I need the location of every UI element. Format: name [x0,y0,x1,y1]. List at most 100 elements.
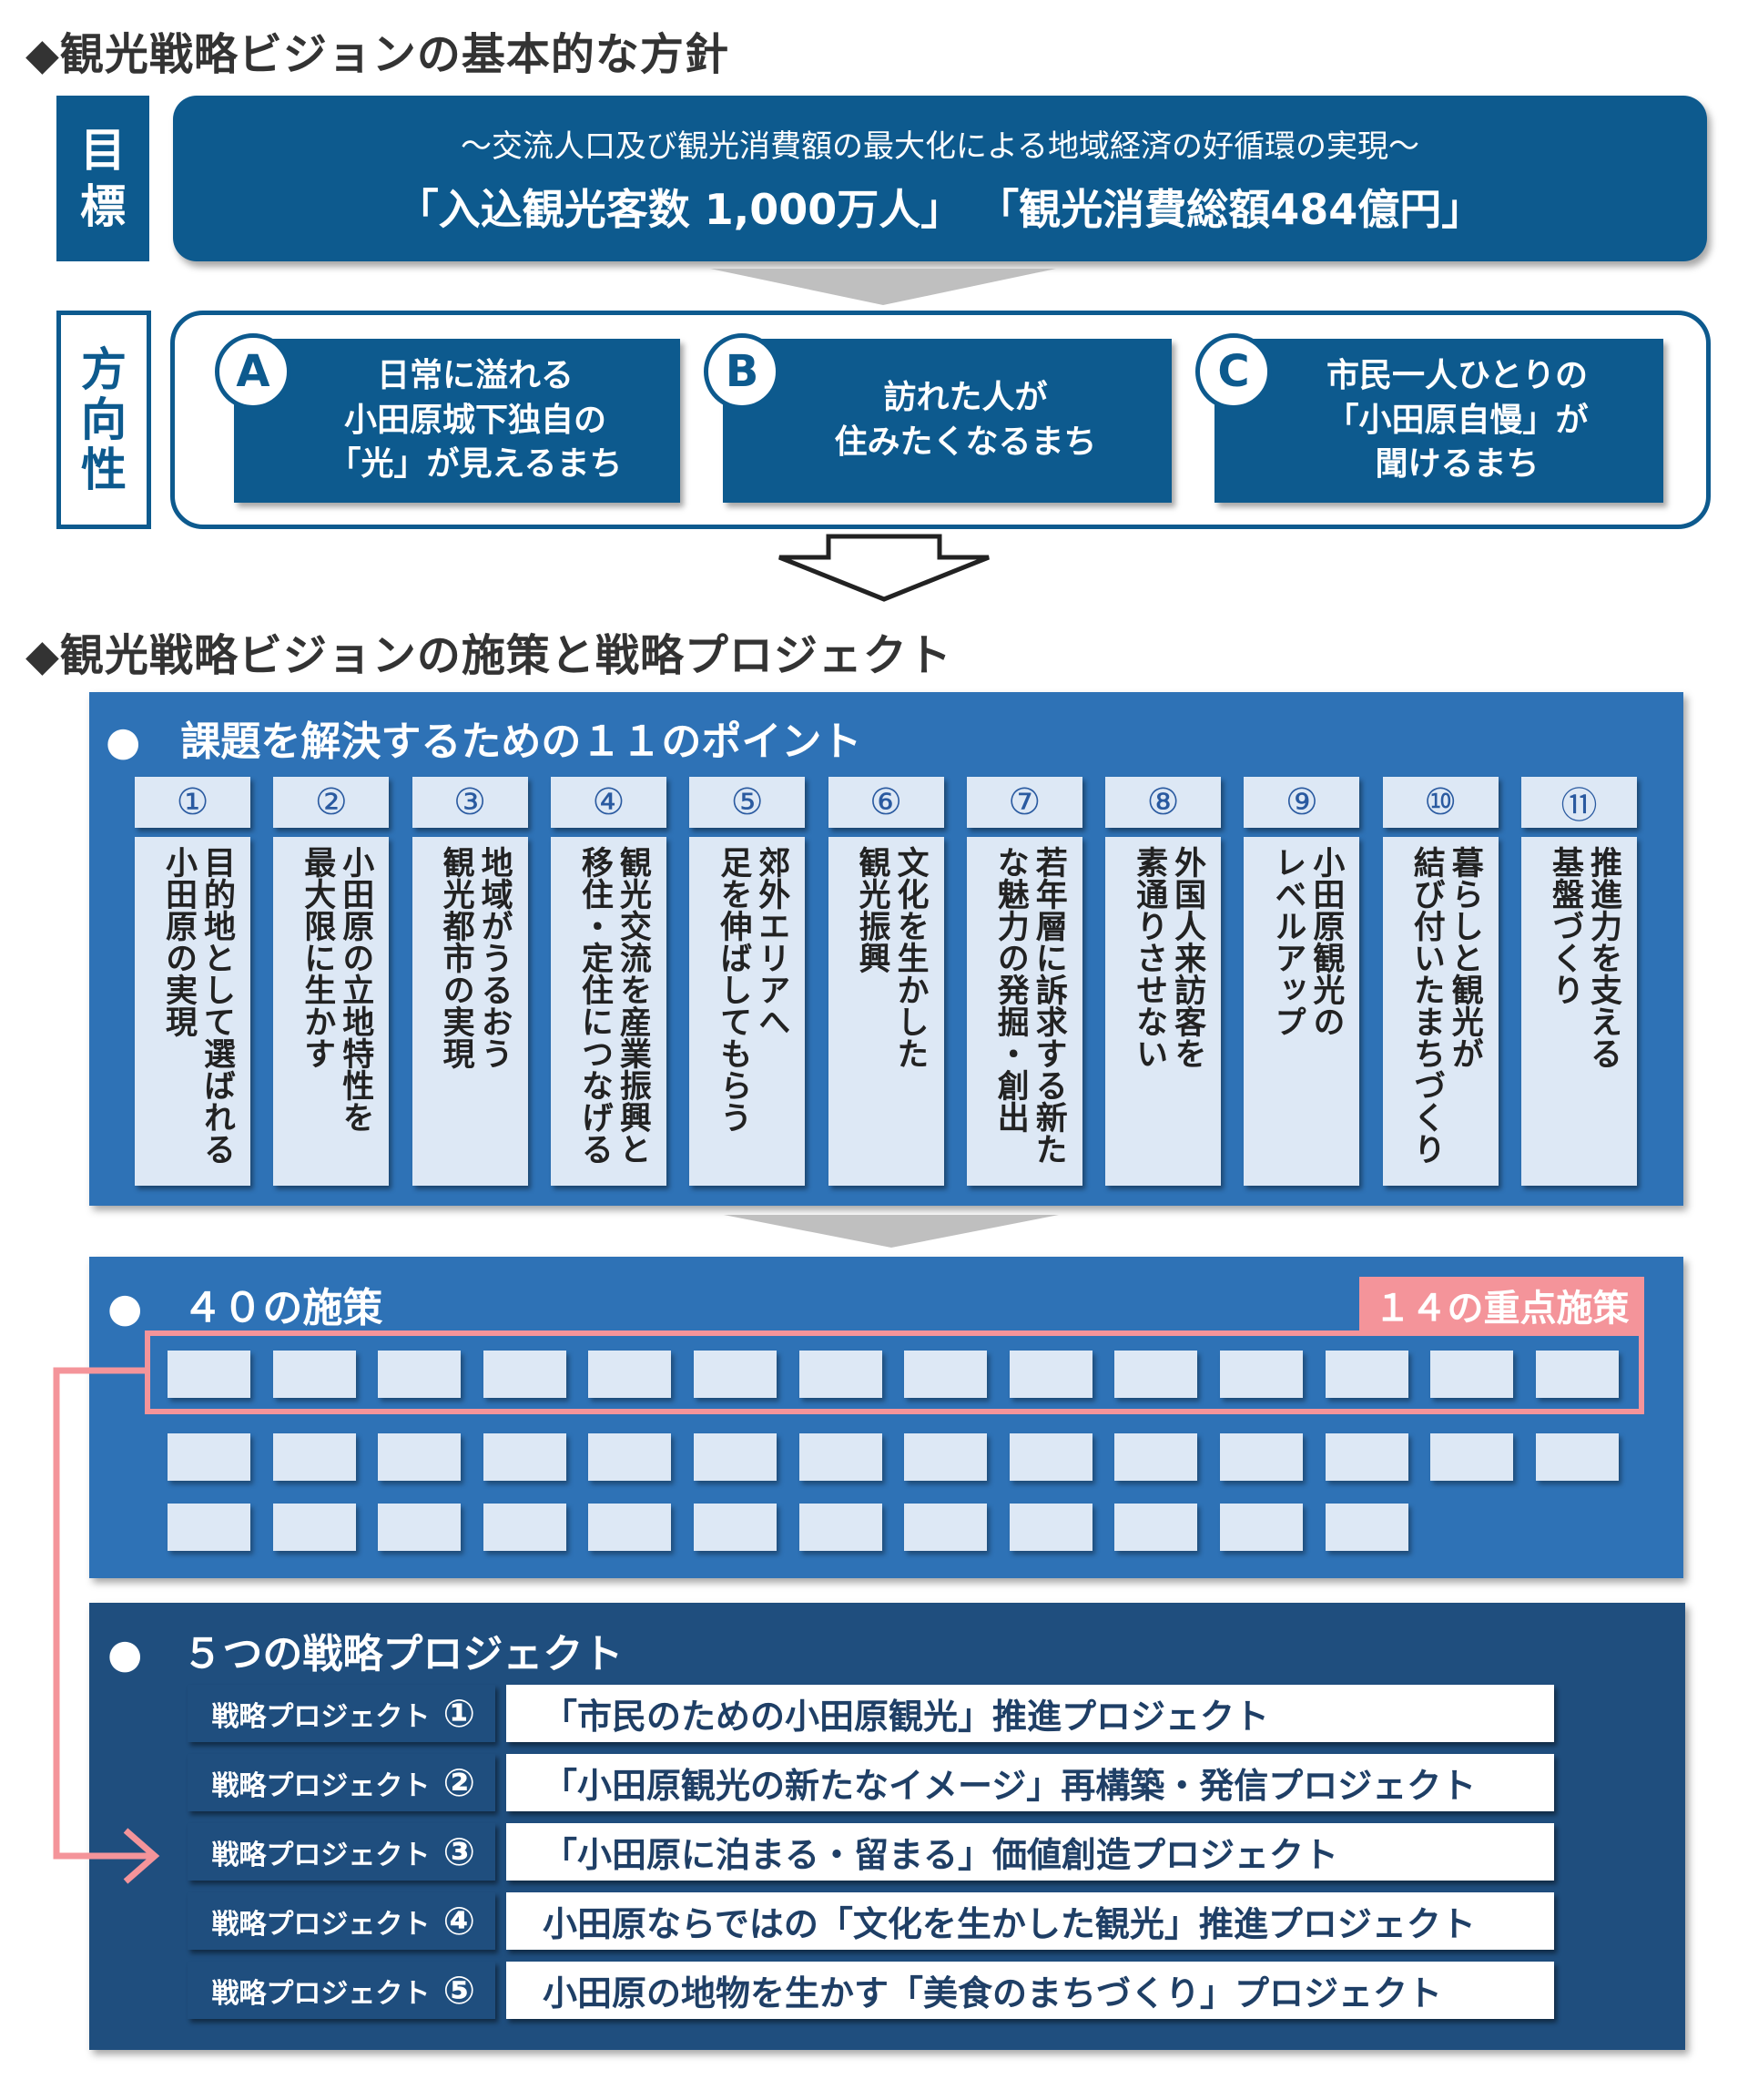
goal-subtitle: ～交流人口及び観光消費額の最大化による地域経済の好循環の実現～ [461,128,1419,165]
measure-box [1430,1351,1514,1398]
direction-item-a: 日常に溢れる 小田原城下独自の 「光」が見えるまち [234,339,680,503]
measure-box [483,1351,566,1398]
down-arrow-icon [778,534,990,602]
direction-label-char: 性 [81,443,127,496]
direction-label-char: 向 [81,392,127,446]
direction-label: 方 向 性 [56,311,151,529]
project-title: 小田原ならではの「文化を生かした観光」推進プロジェクト [506,1892,1554,1950]
project-label: 戦略プロジェクト ④ [188,1892,495,1950]
measure-box [798,1433,882,1481]
measure-box [798,1504,882,1551]
measure-box [1114,1504,1198,1551]
measure-box [1535,1351,1619,1398]
priority-measures-label: １４の重点施策 [1359,1277,1644,1333]
section-title-basic-policy: ◆観光戦略ビジョンの基本的な方針 [25,29,729,80]
project-label-text: 戦略プロジェクト [211,1977,431,2010]
goal-banner: ～交流人口及び観光消費額の最大化による地域経済の好循環の実現～ 「入込観光客数 … [173,96,1707,261]
measure-box [1009,1351,1092,1398]
measure-box [378,1504,462,1551]
measure-box [1535,1433,1619,1481]
point-text: 観光交流を産業振興と 移住・定住につなげる [550,837,666,1186]
chevron-down-icon [710,269,1056,305]
project-label: 戦略プロジェクト ① [188,1685,495,1742]
measure-box [378,1433,462,1481]
priority-measures-frame [145,1330,1644,1414]
project-label-text: 戦略プロジェクト [211,1700,431,1733]
point-text: 暮らしと観光が 結び付いたまちづくり [1382,837,1499,1186]
direction-label-char: 方 [81,342,127,396]
point-text: 小田原の立地特性を 最大限に生かす [273,837,390,1186]
point-number: ⑨ [1244,777,1360,828]
measure-box [1009,1504,1092,1551]
measure-box [798,1351,882,1398]
point-number: ③ [412,777,528,828]
direction-letter-c: C [1195,333,1272,410]
measure-box [588,1433,672,1481]
project-title: 「市民のための小田原観光」推進プロジェクト [506,1685,1554,1742]
measure-box [1325,1504,1408,1551]
project-label-text: 戦略プロジェクト [211,1839,431,1871]
measure-box [168,1433,250,1481]
point-number: ⑤ [689,777,806,828]
point-number: ⑪ [1521,777,1637,828]
section-title-measures: ◆観光戦略ビジョンの施策と戦略プロジェクト [25,630,952,681]
measure-box [904,1433,988,1481]
point-number: ⑥ [828,777,944,828]
direction-letter-a: A [215,333,291,410]
point-text: 外国人来訪客を 素通りさせない [1105,837,1222,1186]
point-number: ④ [550,777,666,828]
measure-box [1009,1433,1092,1481]
project-number: ② [442,1760,475,1805]
project-title: 「小田原観光の新たなイメージ」再構築・発信プロジェクト [506,1754,1554,1811]
project-label-text: 戦略プロジェクト [211,1769,431,1802]
measure-box [272,1433,356,1481]
measure-box [1114,1433,1198,1481]
project-title: 小田原の地物を生かす「美食のまちづくり」プロジェクト [506,1962,1554,2019]
project-label: 戦略プロジェクト ② [188,1754,495,1811]
point-text: 地域がうるおう 観光都市の実現 [412,837,528,1186]
measure-box [483,1433,566,1481]
points-header: ● 課題を解決するための１１のポイント [106,719,862,765]
project-title: 「小田原に泊まる・留まる」価値創造プロジェクト [506,1823,1554,1881]
goal-label-char: 目 [80,123,126,177]
point-number: ⑧ [1105,777,1222,828]
measure-box [168,1504,250,1551]
point-text: 文化を生かした 観光振興 [828,837,944,1186]
priority-link-arrow [53,1367,160,1884]
point-number: ⑩ [1382,777,1499,828]
point-text: 小田原観光の レベルアップ [1244,837,1360,1186]
project-number: ④ [442,1899,475,1943]
direction-letter-b: B [704,333,780,410]
measure-box [272,1504,356,1551]
project-label: 戦略プロジェクト ⑤ [188,1962,495,2019]
measure-box [272,1351,356,1398]
measure-box [588,1504,672,1551]
point-text: 目的地として選ばれる 小田原の実現 [135,837,250,1186]
projects-header: ● ５つの戦略プロジェクト [107,1631,624,1677]
point-text: 郊外エリアへ 足を伸ばしてもらう [689,837,806,1186]
measure-box [1220,1504,1303,1551]
project-number: ⑤ [442,1968,475,2013]
goal-label-char: 標 [80,180,126,233]
measure-box [378,1351,462,1398]
measure-box [483,1504,566,1551]
measure-box [1114,1351,1198,1398]
measure-box [904,1504,988,1551]
measure-box [1220,1351,1303,1398]
direction-item-b: 訪れた人が 住みたくなるまち [723,339,1172,503]
measure-box [1430,1433,1514,1481]
point-text: 若年層に訴求する新た な魅力の発掘・創出 [966,837,1082,1186]
measure-box [904,1351,988,1398]
direction-frame [170,311,1711,529]
goal-main: 「入込観光客数 1,000万人」 「観光消費総額484億円」 [396,185,1484,234]
measure-box [588,1351,672,1398]
measure-box [694,1351,777,1398]
project-label-text: 戦略プロジェクト [211,1908,431,1941]
point-number: ① [135,777,250,828]
direction-item-c: 市民一人ひとりの 「小田原自慢」が 聞けるまち [1214,339,1663,503]
measure-box [1325,1433,1408,1481]
measure-box [1325,1351,1408,1398]
measures-header: ● ４０の施策 [107,1285,383,1331]
project-number: ① [442,1691,475,1736]
